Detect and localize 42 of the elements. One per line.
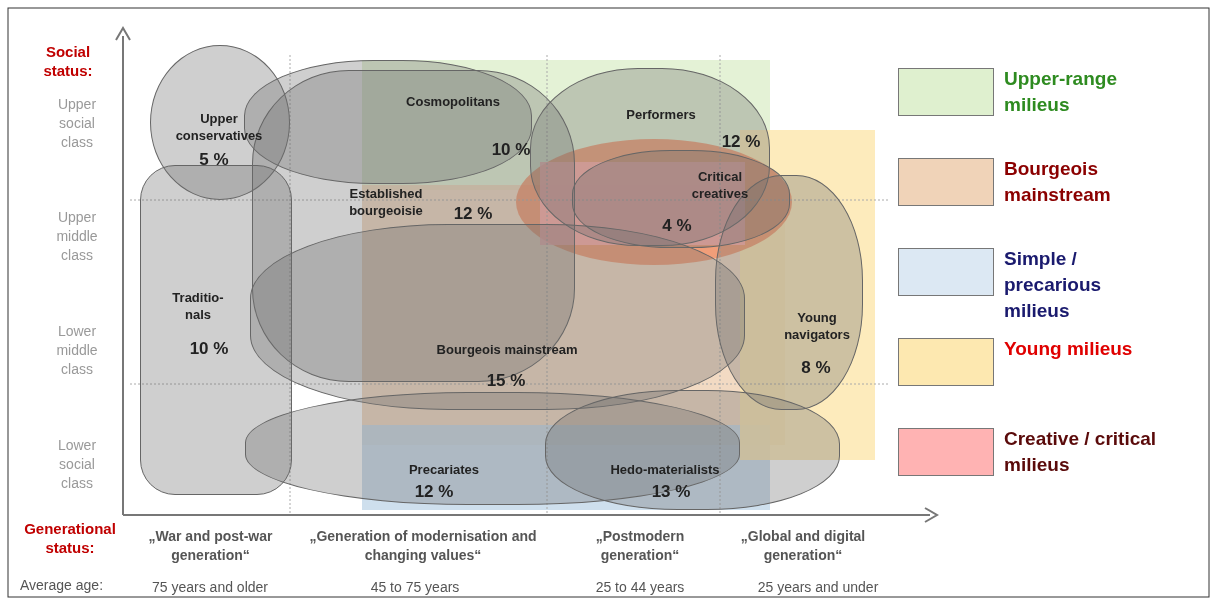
legend-label: Upper-range milieus <box>1004 67 1118 117</box>
percentage-value: 5 % <box>199 150 229 168</box>
milieu-name: Precariates <box>407 460 481 478</box>
percentage-value: 12 % <box>721 132 761 150</box>
generation-label: „Postmodern generation“ <box>594 527 686 565</box>
percentage-value: 12 % <box>414 482 454 500</box>
age-label: 25 years and under <box>756 578 880 597</box>
percentage-value: 13 % <box>651 482 691 500</box>
class-label: Lower social class <box>56 436 98 493</box>
milieu-name: Bourgeois mainstream <box>435 340 579 358</box>
legend-label: Young milieus <box>1004 337 1134 361</box>
percentage-value: 10 % <box>189 339 229 357</box>
legend-label: Creative / critical milieus <box>1004 427 1158 477</box>
milieu-name: Traditio- nals <box>171 289 225 323</box>
milieu-name: Cosmopolitans <box>405 92 501 110</box>
legend-label: Simple / precarious milieus <box>1004 247 1103 323</box>
percentage-value: 8 % <box>801 358 831 376</box>
class-label: Upper middle class <box>55 208 99 265</box>
axis-title: Social status: <box>42 42 94 80</box>
milieu-name: Upper conservatives <box>174 110 264 144</box>
percentage-value: 12 % <box>453 204 493 222</box>
generation-label: „Global and digital generation“ <box>739 527 867 565</box>
percentage-value: 10 % <box>491 140 531 158</box>
milieu-name: Young navigators <box>783 309 851 343</box>
age-label: 75 years and older <box>151 578 269 597</box>
percentage-value: 15 % <box>486 371 526 389</box>
milieu-name: Performers <box>625 105 697 123</box>
age-label: 45 to 75 years <box>369 578 461 597</box>
milieu-name: Hedo-materialists <box>609 460 721 478</box>
milieu-blob <box>140 165 292 495</box>
class-label: Upper social class <box>56 95 98 152</box>
milieu-blob <box>545 390 840 510</box>
generation-label: „Generation of modernisation and changing values“ <box>308 527 538 565</box>
class-label: Lower middle class <box>55 322 99 379</box>
age-label: 25 to 44 years <box>594 578 686 597</box>
axis-title: Generational status: <box>23 519 117 557</box>
generation-label: „War and post-war generation“ <box>147 527 274 565</box>
axis-title: Average age: <box>20 576 105 595</box>
milieu-name: Critical creatives <box>690 168 750 202</box>
milieu-name: Established bourgeoisie <box>348 185 424 219</box>
percentage-value: 4 % <box>662 216 692 234</box>
legend-label: Bourgeois mainstream <box>1004 157 1112 207</box>
